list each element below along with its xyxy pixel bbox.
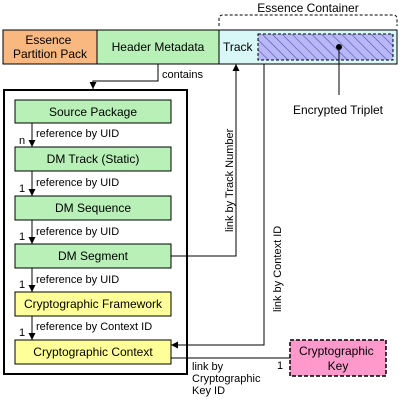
crypto-key-label: Cryptographic Key: [299, 344, 377, 373]
multiplicity-1c: 1: [19, 279, 25, 291]
context-id-link: [171, 64, 265, 349]
essence-partition-pack-label: Essence Partition Pack: [13, 33, 88, 61]
source-package-container: [3, 89, 188, 375]
dm-sequence-label: DM Sequence: [55, 201, 131, 215]
source-package-box: [14, 99, 172, 124]
essence-container-title: Essence Container: [257, 1, 358, 15]
encrypted-triplet-label: Encrypted Triplet: [293, 103, 384, 117]
track-label: Track: [223, 40, 254, 54]
essence-container-bracket: [218, 14, 398, 26]
crypto-framework-box: [14, 291, 172, 317]
dm-track-box: [14, 146, 172, 172]
crypto-framework-label: Cryptographic Framework: [24, 297, 163, 311]
ref-label-5: reference by Context ID: [36, 321, 152, 333]
dm-sequence-box: [14, 195, 172, 221]
dm-segment-label: DM Segment: [58, 249, 129, 263]
context-id-link-label: link by Context ID: [272, 226, 284, 312]
dm-segment-box: [14, 243, 172, 269]
multiplicity-1b: 1: [19, 231, 25, 243]
ref-label-2: reference by UID: [36, 177, 119, 189]
crypto-context-box: [14, 339, 172, 365]
source-package-label: Source Package: [49, 105, 137, 119]
dm-track-label: DM Track (Static): [47, 152, 140, 166]
contains-arrow: [89, 64, 159, 89]
multiplicity-1a: 1: [19, 183, 25, 195]
multiplicity-n: n: [19, 135, 25, 147]
ref-label-3: reference by UID: [36, 226, 119, 238]
crypto-key-id-link-label: link by Cryptographic Key ID: [192, 361, 264, 397]
multiplicity-1d: 1: [19, 327, 25, 339]
track-number-link-label: link by Track Number: [224, 128, 236, 232]
ref-label-4: reference by UID: [36, 274, 119, 286]
header-metadata-label: Header Metadata: [112, 40, 205, 54]
contains-label: contains: [162, 69, 203, 81]
essence-partition-pack-box: [2, 29, 98, 65]
crypto-context-label: Cryptographic Context: [33, 345, 153, 359]
track-number-link: [171, 64, 240, 257]
ref-label-1: reference by UID: [36, 128, 119, 140]
multiplicity-1-key: 1: [277, 360, 283, 372]
encrypted-triplet-region: [257, 33, 394, 61]
